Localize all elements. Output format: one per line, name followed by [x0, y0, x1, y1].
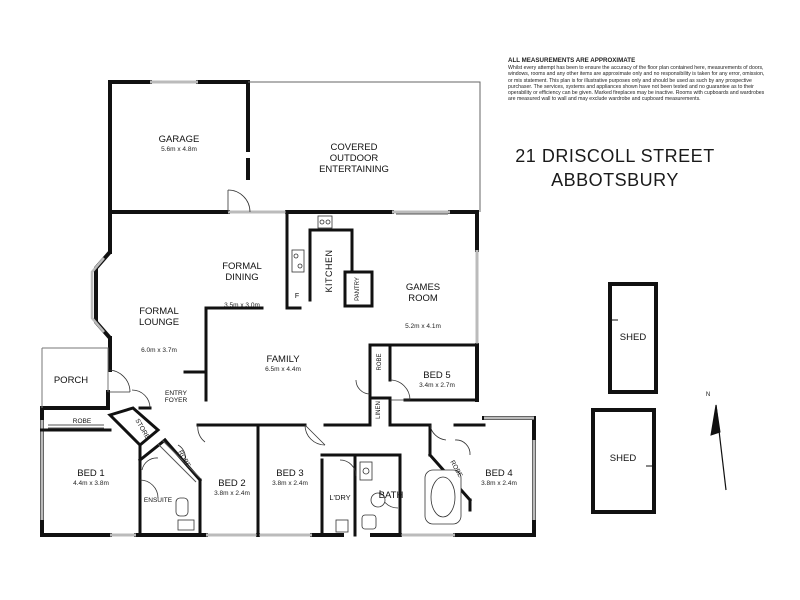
address-street: 21 DRISCOLL STREET: [515, 146, 715, 166]
room-family: FAMILY 6.5m x 4.4m: [265, 354, 301, 374]
room-name: BED 4: [485, 468, 513, 479]
room-bed5: BED 5 3.4m x 2.7m: [419, 370, 455, 390]
room-bed4: BED 4 3.8m x 2.4m: [481, 468, 517, 488]
sliding-doors: [48, 213, 448, 429]
room-ensuite: ENSUITE: [143, 497, 173, 504]
disclaimer: ALL MEASUREMENTS ARE APPROXIMATE Whilst …: [508, 57, 770, 103]
disclaimer-heading: ALL MEASUREMENTS ARE APPROXIMATE: [508, 57, 636, 64]
room-formal-lounge: FORMAL LOUNGE 6.0m x 3.7m: [139, 288, 179, 373]
disclaimer-body: Whilst every attempt has been to ensure …: [508, 65, 765, 103]
room-entry-foyer: ENTRY FOYER: [164, 390, 188, 404]
label-fridge: F: [294, 293, 300, 300]
room-dims: 5.2m x 4.1m: [405, 323, 441, 330]
room-garage: GARAGE 5.6m x 4.8m: [159, 134, 200, 154]
label-robe-bed5: ROBE: [377, 353, 383, 371]
room-dims: 3.4m x 2.7m: [419, 382, 455, 389]
interior-walls: [40, 210, 486, 537]
room-pantry: PANTRY: [355, 277, 361, 301]
room-shed-upper: SHED: [620, 332, 646, 343]
room-name: SHED: [609, 453, 637, 464]
ensuite-window: [157, 439, 201, 483]
property-address: 21 DRISCOLL STREET ABBOTSBURY: [500, 144, 730, 192]
room-name: BED 3: [276, 468, 304, 479]
fixtures: [175, 215, 462, 533]
room-bed2: BED 2 3.8m x 2.4m: [214, 478, 250, 498]
label-robe-bed1: ROBE: [72, 418, 92, 425]
room-dims: 3.5m x 3.0m: [224, 302, 260, 309]
shed-upper: [608, 282, 658, 394]
window-frames: [40, 80, 536, 537]
door-swings: [107, 189, 471, 509]
porch-outline: [41, 347, 109, 408]
room-name: FAMILY: [266, 354, 300, 365]
room-bed3: BED 3 3.8m x 2.4m: [272, 468, 308, 488]
room-dims: 6.5m x 4.4m: [265, 366, 301, 373]
room-name: BED 1: [77, 468, 105, 479]
room-name: PORCH: [53, 375, 89, 386]
room-name: FORMAL DINING: [222, 261, 262, 283]
room-formal-dining: FORMAL DINING 3.5m x 3.0m: [222, 243, 262, 328]
room-name: BED 5: [423, 370, 451, 381]
room-bed1: BED 1 4.4m x 3.8m: [73, 468, 109, 488]
room-dims: 6.0m x 3.7m: [141, 347, 177, 354]
room-shed-lower: SHED: [610, 453, 636, 464]
address-suburb: ABBOTSBURY: [551, 170, 679, 190]
room-name: GARAGE: [158, 134, 200, 145]
room-name: SHED: [619, 332, 647, 343]
north-arrow-icon: [710, 404, 727, 491]
room-covered-outdoor: COVERED OUTDOOR ENTERTAINING: [319, 124, 389, 193]
room-name: FORMAL LOUNGE: [138, 306, 180, 328]
room-name: GAMES ROOM: [405, 282, 441, 304]
room-bath: BATH: [378, 490, 404, 501]
room-kitchen: KITCHEN: [324, 249, 334, 293]
room-name: BED 2: [218, 478, 246, 489]
room-name: COVERED OUTDOOR ENTERTAINING: [319, 142, 389, 175]
room-laundry: L'DRY: [329, 493, 351, 502]
room-games: GAMES ROOM 5.2m x 4.1m: [405, 264, 441, 349]
room-dims: 3.8m x 2.4m: [272, 480, 308, 487]
room-porch: PORCH: [54, 375, 88, 386]
label-linen: LINEN: [376, 401, 382, 419]
room-dims: 5.6m x 4.8m: [161, 146, 197, 153]
room-dims: 3.8m x 2.4m: [481, 480, 517, 487]
room-dims: 4.4m x 3.8m: [73, 480, 109, 487]
shed-lower: [591, 408, 656, 514]
covered-outdoor-outline: [248, 81, 481, 212]
room-dims: 3.8m x 2.4m: [214, 490, 250, 497]
compass-label: N: [705, 392, 711, 398]
